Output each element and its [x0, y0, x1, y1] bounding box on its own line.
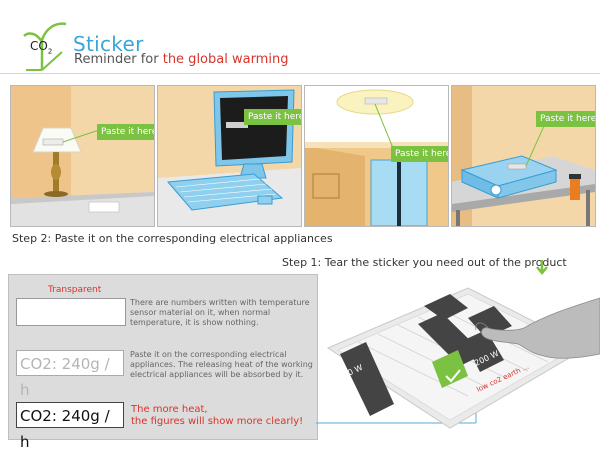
paste-here-callout: Paste it here	[244, 109, 301, 125]
projector-scene	[452, 86, 595, 226]
lamp-scene	[11, 86, 154, 226]
faded-state-description: Paste it on the corresponding electrical…	[130, 350, 313, 379]
panel-computer: Paste it here	[157, 85, 302, 227]
sticker-blank-state	[16, 298, 126, 326]
hand-illustration	[481, 297, 600, 359]
panel-projector: Paste it here	[451, 85, 596, 227]
computer-scene	[158, 86, 301, 226]
heat-note: The more heat,the figures will show more…	[131, 404, 304, 427]
sticker-faded-state: CO2: 240g / h	[16, 350, 124, 399]
header-divider	[0, 73, 600, 74]
panel-ceiling-light: Paste it here	[304, 85, 449, 227]
transparent-label: Transparent	[48, 285, 102, 295]
arrow-down-icon	[536, 260, 548, 275]
step-1-caption: Step 1: Tear the sticker you need out of…	[282, 256, 567, 269]
panel-lamp: Paste it here	[10, 85, 155, 227]
sticker-sheet: 100 W 200 W 20 W low co2 earth ...	[326, 287, 600, 429]
paste-here-callout: Paste it here	[536, 111, 595, 127]
sprout-logo-icon	[23, 22, 67, 71]
page-subtitle: Reminder for the global warming	[74, 52, 289, 67]
paste-here-callout: Paste it here	[391, 146, 448, 162]
sticker-clear-state: CO2: 240g / h	[16, 402, 124, 451]
page-title: Sticker	[73, 32, 144, 56]
co2-mark: CO2	[30, 39, 53, 56]
step-2-caption: Step 2: Paste it on the corresponding el…	[12, 232, 333, 245]
paste-here-callout: Paste it here	[97, 124, 154, 140]
blank-state-description: There are numbers written with temperatu…	[130, 298, 310, 327]
